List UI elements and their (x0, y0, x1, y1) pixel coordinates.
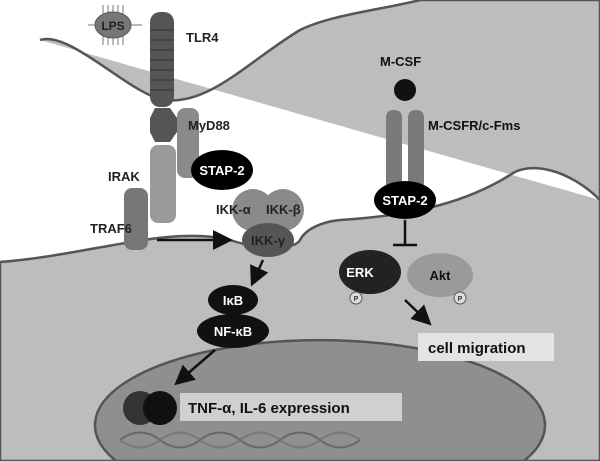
ikb (208, 285, 258, 315)
mcsfr-chain-2 (408, 110, 424, 190)
stap2-left (191, 150, 253, 190)
expression-box (180, 393, 402, 421)
ikk-gamma (242, 223, 294, 257)
mcsfr-chain-1 (386, 110, 402, 190)
mcsf-ligand (394, 79, 416, 101)
akt (407, 253, 473, 297)
migration-label: cell migration (428, 340, 526, 357)
traf6-label: TRAF6 (90, 221, 132, 236)
erk (339, 250, 401, 294)
erk-phospho (349, 291, 363, 305)
arrow-nfkb-nucleus (174, 349, 216, 386)
lps-label: LPS (101, 19, 124, 33)
myd88 (177, 108, 199, 178)
mcsf-label: M-CSF (380, 54, 421, 69)
ikk-gamma-label: IKK-γ (251, 233, 286, 248)
ikb-label: IκB (223, 293, 243, 308)
traf6 (124, 188, 148, 250)
expression-label: TNF-α, IL-6 expression (188, 400, 350, 417)
irak (150, 145, 176, 223)
nfkb-label: NF-κB (214, 324, 252, 339)
akt-phospho-label: P (458, 296, 463, 303)
stap2-right (374, 181, 436, 219)
irak-label: IRAK (108, 169, 140, 184)
arrow-ikk-ikb (250, 259, 269, 287)
akt-label: Akt (430, 268, 452, 283)
dna-strand-2 (119, 431, 361, 449)
tlr4-tir (150, 108, 177, 142)
migration-box (418, 333, 554, 361)
ikk-beta-label: IKK-β (266, 202, 301, 217)
arrow-to-migration (404, 299, 432, 326)
nfkb-dna-bound-2 (143, 391, 177, 425)
erk-phospho-label: P (354, 296, 359, 303)
ikk-alpha (232, 189, 274, 231)
stap2-left-label: STAP-2 (199, 163, 244, 178)
erk-label: ERK (346, 265, 374, 280)
myd88-label: MyD88 (188, 118, 230, 133)
mcsfr-label: M-CSFR/c-Fms (428, 118, 520, 133)
lps: LPS (88, 5, 142, 45)
akt-phospho (453, 291, 467, 305)
stap2-right-label: STAP-2 (382, 193, 427, 208)
nfkb (197, 314, 269, 348)
ikk-alpha-label: IKK-α (216, 202, 251, 217)
tlr4-label: TLR4 (186, 30, 219, 45)
ikk-beta (262, 189, 304, 231)
